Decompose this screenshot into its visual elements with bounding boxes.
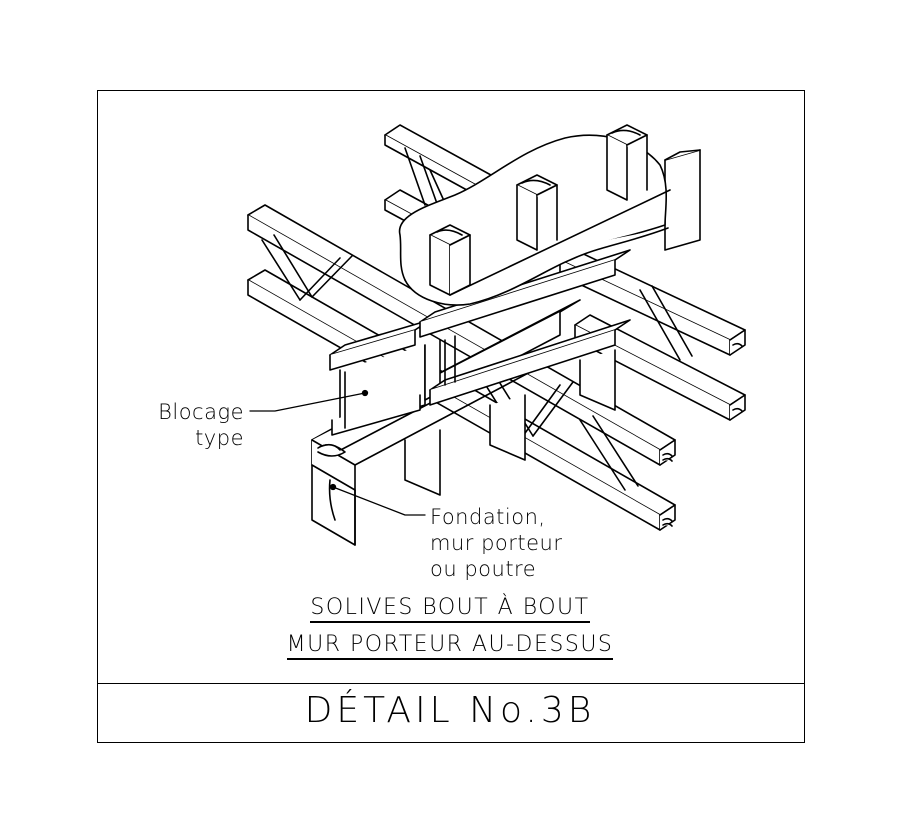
fondation-leader-dot bbox=[329, 483, 337, 491]
blocage-leader bbox=[249, 392, 366, 412]
fondation-leader bbox=[332, 486, 426, 516]
label-fondation-line3: ou poutre bbox=[430, 557, 537, 581]
right-truss bbox=[559, 149, 746, 421]
label-blocage: Blocage type bbox=[138, 399, 244, 451]
caption-line2: MUR PORTEUR AU-DESSUS bbox=[0, 632, 900, 660]
title-block-divider bbox=[97, 683, 805, 684]
label-fondation-line2: mur porteur bbox=[430, 531, 563, 555]
caption-line1: SOLIVES BOUT À BOUT bbox=[0, 595, 900, 623]
leader-lines bbox=[249, 389, 426, 516]
blocage-leader-dot bbox=[361, 389, 369, 397]
wall-above-cutaway bbox=[398, 124, 671, 306]
label-fondation: Fondation, mur porteur ou poutre bbox=[430, 504, 562, 582]
blocking bbox=[329, 319, 441, 436]
caption-line2-text: MUR PORTEUR AU-DESSUS bbox=[286, 632, 614, 660]
label-blocage-line2: type bbox=[195, 426, 244, 450]
detail-title: DÉTAIL No.3B bbox=[304, 690, 596, 731]
caption-line1-text: SOLIVES BOUT À BOUT bbox=[310, 595, 590, 623]
label-fondation-line1: Fondation, bbox=[430, 505, 546, 529]
label-blocage-line1: Blocage bbox=[158, 400, 244, 424]
drawing-frame bbox=[97, 90, 805, 743]
